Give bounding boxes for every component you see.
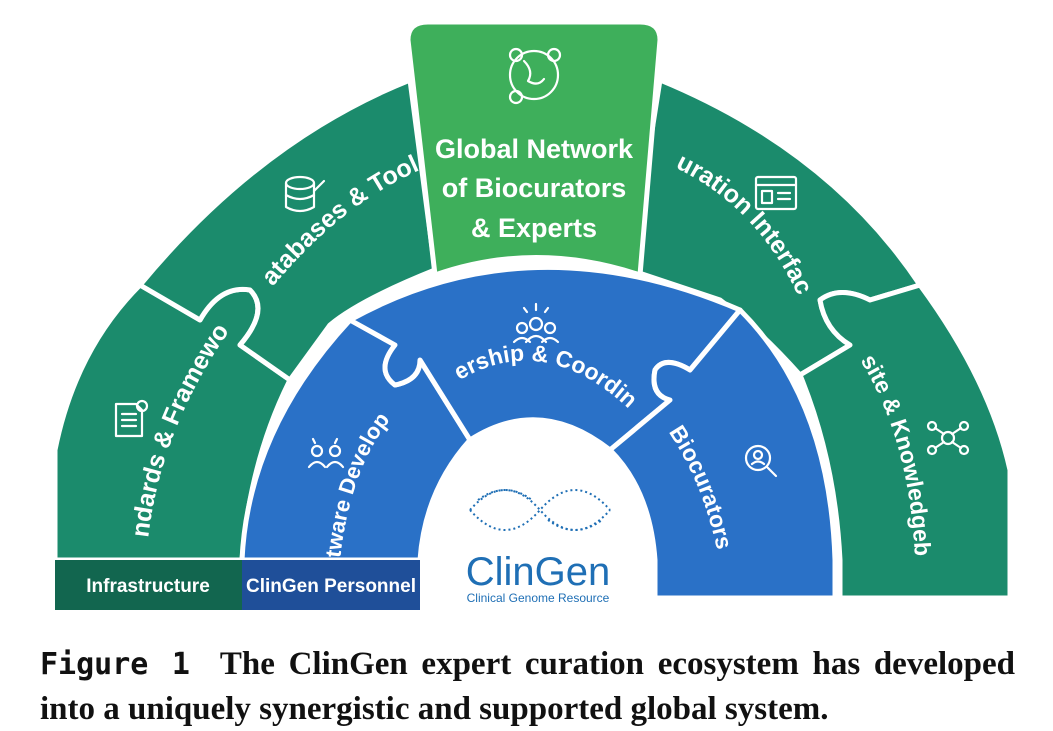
leadership-group-icon: [512, 302, 560, 344]
network-nodes-icon: [926, 420, 970, 456]
dna-helix-icon: [469, 489, 611, 531]
database-tools-icon: [284, 175, 326, 213]
tab-clingen-personnel: [242, 560, 420, 610]
segment-website-knowledgebases: [797, 282, 1013, 601]
segment-global-network: [405, 19, 663, 278]
ecosystem-diagram: Infrastructure ClinGen Personnel ClinGen…: [55, 19, 1013, 610]
segment-databases-tools: [137, 77, 438, 383]
developers-group-icon: [307, 437, 345, 469]
central-hub: [420, 430, 655, 600]
tab-infrastructure: [55, 560, 242, 610]
global-network-line2: of Biocurators: [442, 173, 627, 203]
figure-caption-text: The ClinGen expert curation ecosystem ha…: [40, 646, 1015, 727]
globe-people-icon: [508, 47, 562, 105]
segment-biocurators: [607, 307, 838, 601]
document-icon: [114, 399, 149, 438]
global-network-line3: & Experts: [471, 213, 597, 243]
magnifier-person-icon: [744, 444, 778, 478]
figure-label: Figure 1: [40, 647, 190, 682]
clingen-logo-subtitle: Clinical Genome Resource: [467, 591, 610, 605]
clingen-logo-text: ClinGen: [466, 550, 611, 594]
browser-window-icon: [754, 175, 798, 211]
tab-infrastructure-label: Infrastructure: [86, 576, 210, 597]
global-network-line1: Global Network: [435, 134, 634, 164]
tab-personnel-label: ClinGen Personnel: [246, 576, 416, 597]
